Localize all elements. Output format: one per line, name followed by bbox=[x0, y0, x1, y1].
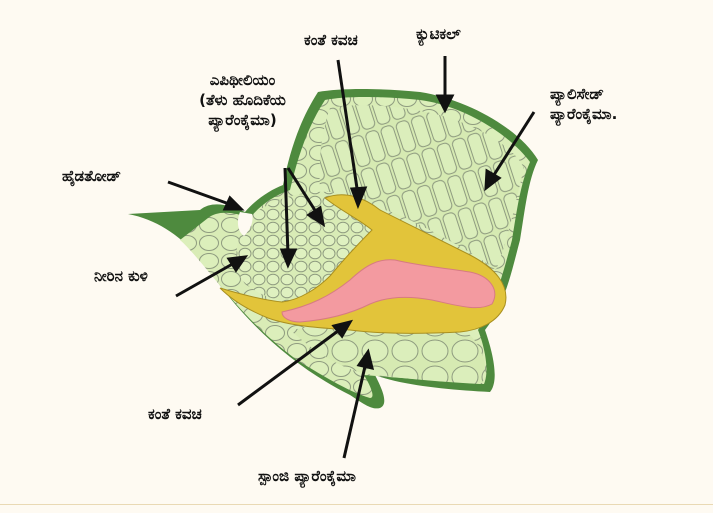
label-bundle-sheath-bottom: ಕಂತೆ ಕವಚ bbox=[148, 404, 202, 424]
label-bundle-sheath-top: ಕಂತೆ ಕವಚ bbox=[304, 30, 358, 50]
bottom-divider bbox=[0, 504, 713, 505]
label-epithelium-line3: ಪ್ಯಾರೆಂಕೈಮಾ) bbox=[170, 110, 315, 130]
label-water-cavity: ನೀರಿನ ಕುಳಿ bbox=[94, 266, 148, 286]
label-epithelium: ಎಪಿಥೀಲಿಯಂ (ತೆಳು ಹೊದಿಕೆಯ ಪ್ಯಾರೆಂಕೈಮಾ) bbox=[170, 70, 315, 130]
label-spongy-parenchyma: ಸ್ಪಾಂಜಿ ಪ್ಯಾರೆಂಕೈಮಾ bbox=[258, 466, 356, 486]
label-palisade-line1: ಪ್ಯಾಲಿಸೇಡ್ bbox=[550, 84, 617, 104]
label-palisade-line2: ಪ್ಯಾರೆಂಕೈಮಾ. bbox=[550, 104, 617, 124]
label-epithelium-line2: (ತೆಳು ಹೊದಿಕೆಯ bbox=[170, 90, 315, 110]
label-palisade: ಪ್ಯಾಲಿಸೇಡ್ ಪ್ಯಾರೆಂಕೈಮಾ. bbox=[550, 84, 617, 124]
label-epithelium-line1: ಎಪಿಥೀಲಿಯಂ bbox=[170, 70, 315, 90]
label-cuticle: ಕ್ಯುಟಿಕಲ್ bbox=[416, 24, 461, 44]
label-hydathode: ಹೈಡತೋಡ್ bbox=[62, 166, 121, 186]
